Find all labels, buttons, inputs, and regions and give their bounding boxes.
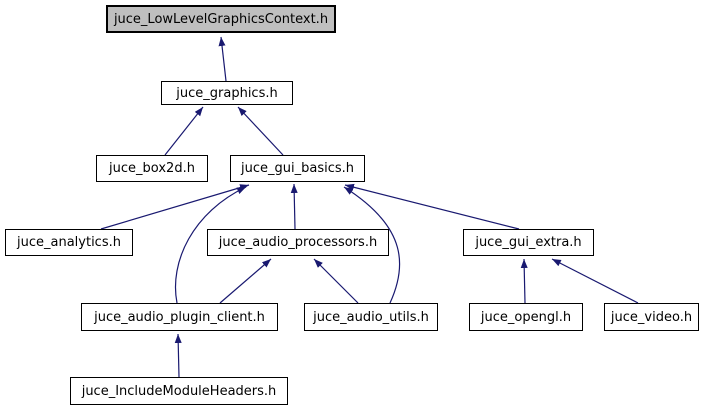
include-edge-11 (551, 258, 639, 304)
graph-node-lowlevel: juce_LowLevelGraphicsContext.h (106, 5, 336, 33)
include-edge-6 (174, 186, 247, 304)
graph-node-label: juce_graphics.h (176, 85, 278, 101)
graph-node-label: juce_opengl.h (480, 309, 572, 325)
graph-node-label: juce_gui_extra.h (475, 235, 582, 250)
graph-node-video[interactable]: juce_video.h (604, 303, 699, 331)
graph-node-box2d[interactable]: juce_box2d.h (96, 155, 208, 182)
graph-node-audio-processors[interactable]: juce_audio_processors.h (207, 229, 389, 256)
include-edge-0 (218, 36, 227, 82)
graph-node-opengl[interactable]: juce_opengl.h (469, 303, 583, 331)
include-edge-10 (520, 258, 528, 304)
include-edge-1 (164, 106, 204, 156)
graph-node-label: juce_box2d.h (109, 161, 195, 176)
graph-node-label: juce_analytics.h (17, 235, 121, 250)
graph-node-label: juce_LowLevelGraphicsContext.h (113, 11, 329, 27)
include-edge-3 (100, 184, 250, 230)
graph-node-label: juce_audio_plugin_client.h (94, 309, 265, 325)
graph-node-label: juce_audio_processors.h (218, 235, 378, 250)
include-edge-8 (219, 258, 272, 304)
include-edge-4 (290, 183, 298, 230)
graph-node-include-module-headers[interactable]: juce_IncludeModuleHeaders.h (70, 377, 288, 405)
graph-node-audio-utils[interactable]: juce_audio_utils.h (304, 303, 438, 331)
graph-node-analytics[interactable]: juce_analytics.h (5, 229, 133, 256)
graph-node-audio-plugin-client[interactable]: juce_audio_plugin_client.h (81, 303, 278, 331)
graph-node-label: juce_gui_basics.h (241, 161, 354, 176)
include-edge-5 (344, 183, 520, 230)
graph-node-gui-extra[interactable]: juce_gui_extra.h (463, 229, 594, 256)
graph-node-label: juce_IncludeModuleHeaders.h (81, 383, 277, 399)
include-edge-12 (174, 333, 182, 378)
graph-node-gui-basics[interactable]: juce_gui_basics.h (230, 155, 365, 182)
include-edge-2 (237, 106, 284, 156)
graph-node-label: juce_video.h (610, 309, 693, 325)
include-edge-9 (313, 258, 359, 304)
include-edge-7 (343, 186, 401, 304)
graph-node-graphics[interactable]: juce_graphics.h (161, 81, 293, 105)
graph-node-label: juce_audio_utils.h (313, 309, 429, 325)
